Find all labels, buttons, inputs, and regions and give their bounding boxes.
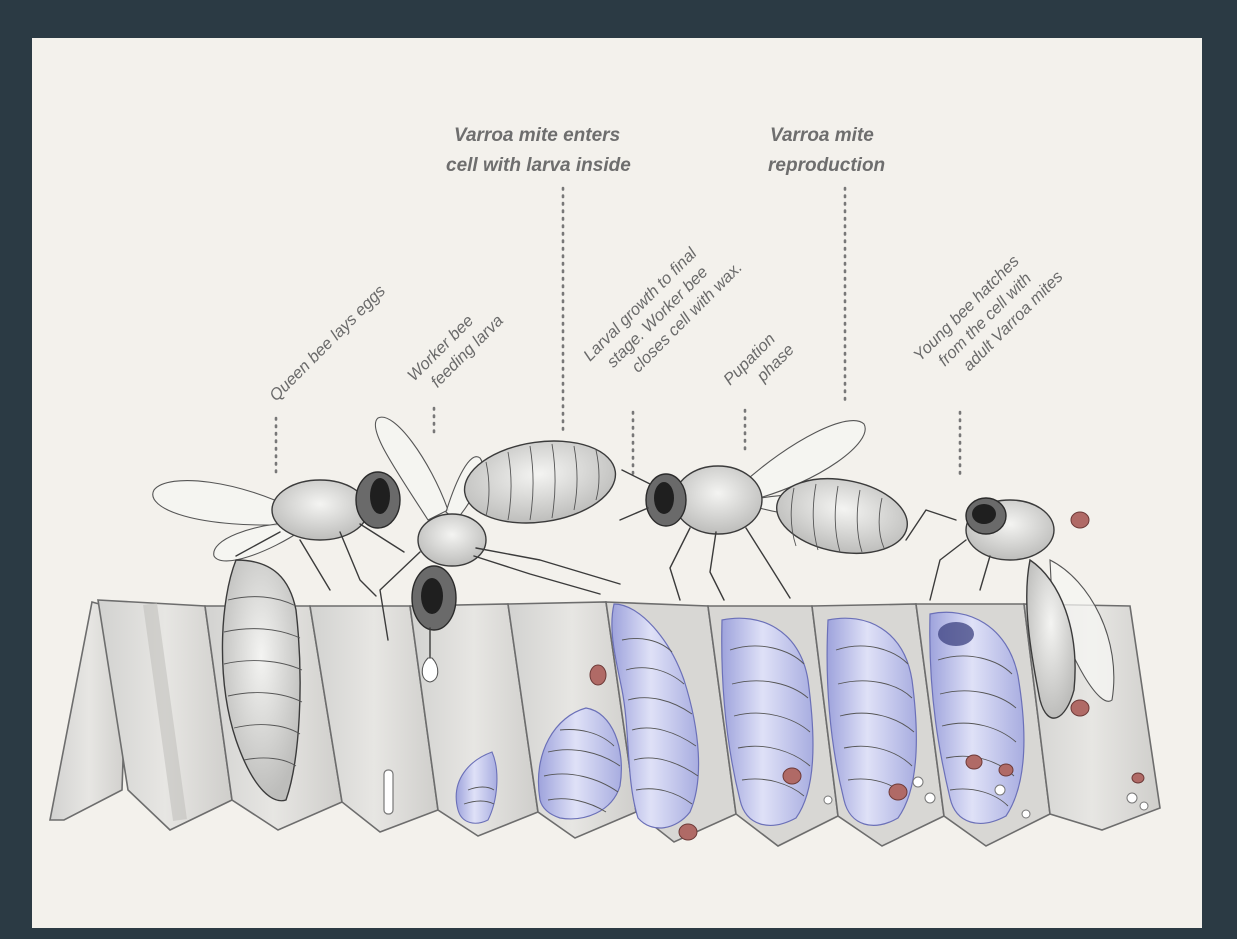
egg bbox=[384, 770, 393, 814]
mite bbox=[966, 755, 982, 769]
pupa-eye bbox=[938, 622, 974, 646]
label-varroa-enters-line1: Varroa mite enters bbox=[454, 125, 620, 146]
mite bbox=[1071, 512, 1089, 528]
label-varroa-reproduction-line1: Varroa mite bbox=[770, 125, 874, 146]
mite bbox=[1071, 700, 1089, 716]
food-drop bbox=[422, 658, 438, 682]
label-varroa-enters-line2: cell with larva inside bbox=[446, 155, 631, 176]
mite bbox=[889, 784, 907, 800]
mite bbox=[999, 764, 1013, 776]
mite bbox=[590, 665, 606, 685]
mite bbox=[783, 768, 801, 784]
mite bbox=[1132, 773, 1144, 783]
mite bbox=[679, 824, 697, 840]
label-varroa-reproduction-line2: reproduction bbox=[768, 155, 885, 176]
